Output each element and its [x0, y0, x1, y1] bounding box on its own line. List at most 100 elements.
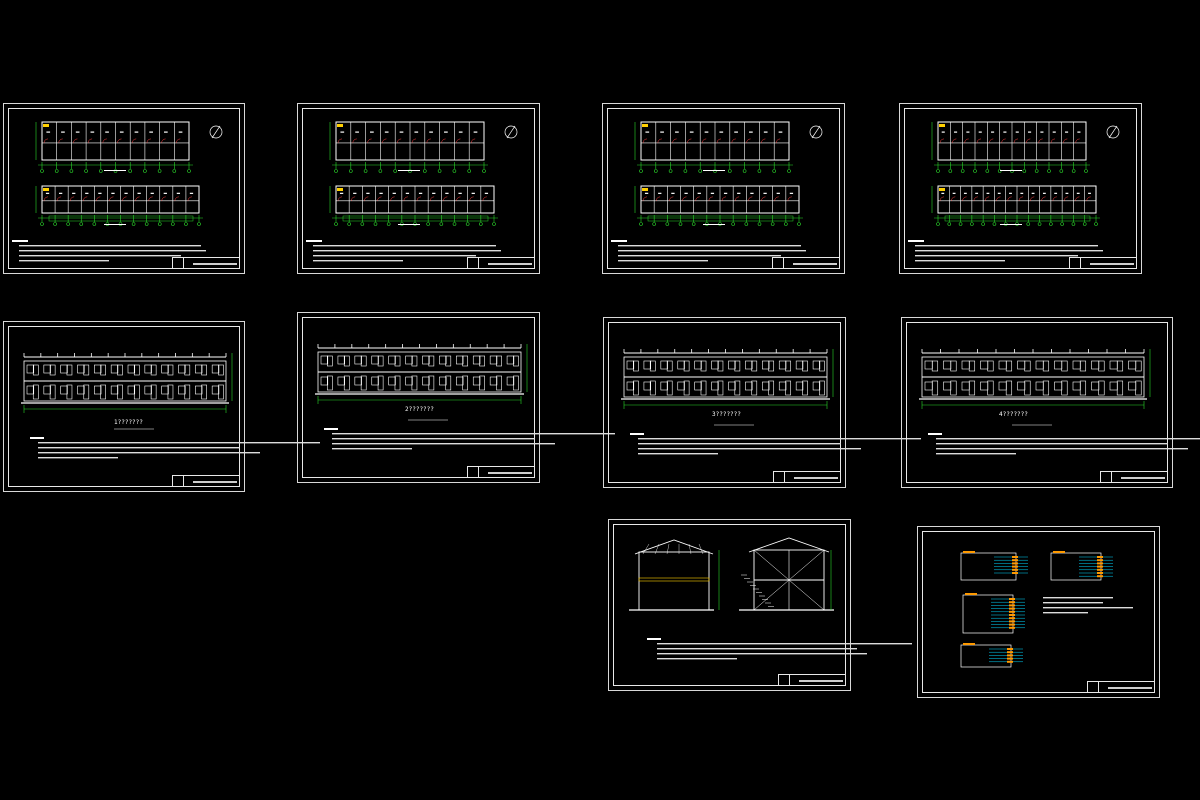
room-label	[418, 192, 423, 194]
window	[943, 381, 952, 391]
room-label	[952, 192, 956, 194]
room-label	[710, 192, 715, 194]
grid-bubble	[131, 222, 136, 226]
circuit-breaker	[1009, 604, 1015, 607]
door	[167, 364, 174, 376]
plan-caption	[703, 224, 725, 225]
notes-heading	[647, 638, 661, 640]
room-label	[1088, 192, 1091, 194]
dimension-chain	[944, 215, 1091, 222]
drawing-sheet-electrical[interactable]	[917, 526, 1160, 698]
grid-bubble	[172, 169, 177, 173]
door	[117, 364, 123, 376]
stair-mark	[939, 124, 945, 127]
circuit-breaker	[1012, 556, 1018, 558]
door	[931, 360, 939, 372]
door-swing	[1063, 196, 1069, 201]
window	[422, 355, 430, 365]
door	[479, 375, 485, 391]
room-label	[90, 131, 95, 133]
window	[711, 360, 719, 370]
door-swing	[176, 138, 181, 143]
window	[161, 364, 169, 374]
window	[1128, 360, 1137, 370]
notes-heading	[611, 240, 627, 242]
door-swing	[746, 138, 751, 143]
window	[94, 364, 102, 374]
window	[1128, 381, 1137, 391]
door-swing	[1086, 196, 1091, 201]
grid-bubble	[981, 222, 985, 226]
window	[110, 385, 119, 395]
circuit-breaker	[1097, 562, 1103, 565]
drawing-sheet-elevation-3[interactable]: 3???????	[603, 317, 921, 488]
window	[1035, 360, 1044, 370]
room-label	[61, 131, 65, 133]
grid-bubble	[465, 222, 470, 226]
door-swing	[146, 138, 151, 143]
door	[83, 384, 90, 400]
window	[144, 364, 152, 374]
plan-caption	[1000, 224, 1022, 225]
grid-bubble	[467, 169, 471, 173]
door-swing	[761, 138, 766, 143]
panel-label	[963, 643, 975, 645]
door-swing	[701, 138, 707, 143]
room-label	[1015, 131, 1019, 133]
room-label	[176, 192, 181, 194]
drawing-sheet-plan-3[interactable]	[602, 103, 845, 274]
door-swing	[411, 138, 417, 143]
room-label	[737, 192, 741, 194]
circuit-breaker	[1007, 651, 1013, 654]
window	[626, 381, 635, 391]
drawing-sheet-plan-4[interactable]	[899, 103, 1142, 274]
room-label	[458, 131, 463, 133]
room-label	[704, 131, 709, 133]
stair-mark	[337, 188, 343, 191]
door	[633, 380, 639, 396]
window	[1109, 360, 1118, 370]
dimension-chain	[48, 215, 194, 222]
drawing-sheet-elevation-1[interactable]: 1???????	[3, 321, 320, 492]
drawing-sheet-elevation-2[interactable]: 2???????	[297, 312, 615, 483]
door-swing	[964, 138, 969, 143]
elevation-label: 3???????	[712, 411, 741, 418]
circuit-breaker	[1007, 654, 1013, 657]
drawing-sheet-section[interactable]	[608, 519, 912, 691]
drawing-sheet-elevation-4[interactable]: 4???????	[901, 317, 1200, 488]
door	[1061, 380, 1068, 396]
door-swing	[1001, 138, 1006, 143]
roof-truss	[634, 539, 714, 555]
door	[768, 380, 775, 396]
grid-bubble	[742, 169, 747, 173]
door	[802, 360, 808, 372]
room-label	[484, 192, 489, 194]
door	[462, 355, 469, 367]
door	[1135, 360, 1142, 372]
door	[734, 380, 741, 396]
bracing	[753, 549, 825, 611]
room-label	[164, 131, 168, 133]
grid-bubble	[54, 169, 59, 173]
note-text-line	[657, 653, 867, 655]
drawing-sheet-plan-1[interactable]	[3, 103, 245, 274]
window	[371, 355, 379, 365]
title-block	[467, 257, 535, 269]
grid-bubble	[1034, 169, 1039, 173]
room-label	[85, 192, 89, 194]
door-swing	[687, 138, 692, 143]
room-label	[1042, 192, 1046, 194]
door	[66, 364, 73, 376]
north-arrow-icon	[504, 125, 518, 139]
grid-bubble	[936, 222, 940, 226]
window	[178, 385, 186, 395]
room-label	[763, 192, 767, 194]
door	[1061, 360, 1068, 372]
window	[1072, 360, 1081, 370]
drawing-sheet-plan-2[interactable]	[297, 103, 540, 274]
door-swing	[117, 138, 122, 143]
door-swing	[1007, 196, 1012, 201]
elevation-label: 2???????	[405, 406, 434, 413]
door-swing	[377, 196, 382, 201]
door	[32, 364, 39, 376]
